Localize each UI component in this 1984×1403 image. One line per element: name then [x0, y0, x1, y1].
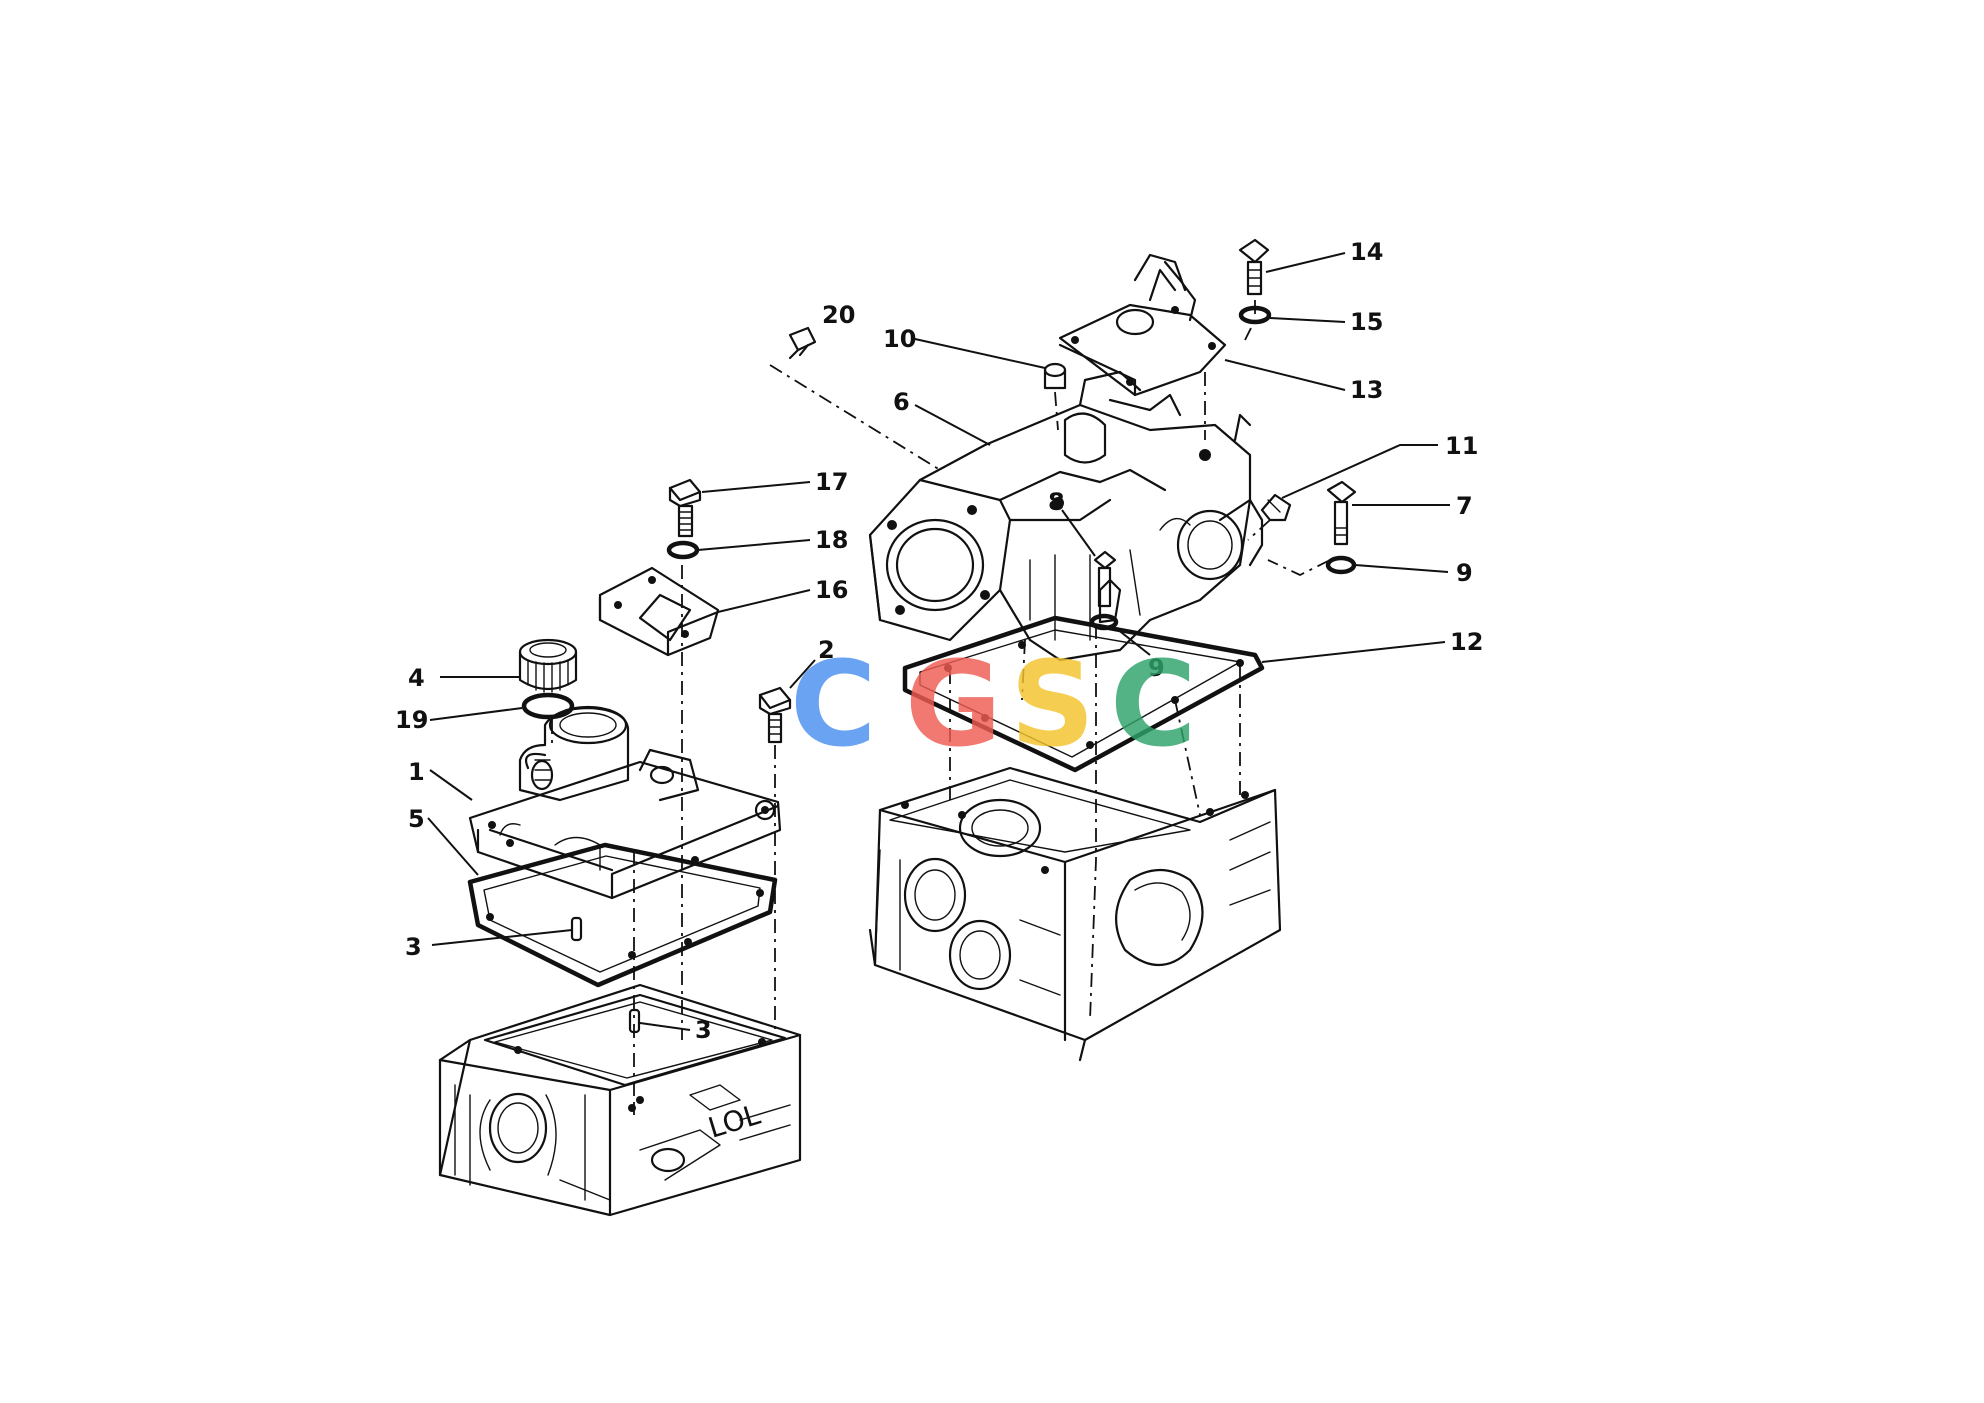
alignment-line [769, 364, 941, 471]
alignment-line [1267, 559, 1331, 576]
plate-16 [598, 566, 720, 657]
callout-4: 4 [408, 664, 425, 692]
leader-lines [427, 252, 1450, 1031]
callout-12: 12 [1450, 628, 1483, 656]
callout-10: 10 [883, 325, 916, 353]
callout-20: 20 [822, 301, 855, 329]
alignment-line [1247, 519, 1271, 541]
plug-10 [1043, 362, 1067, 390]
callout-3a: 3 [405, 933, 422, 961]
watermark-letter-c2: C [1110, 635, 1197, 773]
watermark-letter-c1: C [790, 635, 877, 773]
bolt-2 [758, 686, 792, 744]
cover-13 [1058, 253, 1227, 397]
watermark-letter-g: G [905, 635, 1002, 773]
alignment-line [1021, 639, 1026, 701]
filler-plug-4 [518, 638, 578, 693]
gasket-5 [467, 842, 778, 988]
callout-7: 7 [1456, 492, 1473, 520]
callout-13: 13 [1350, 376, 1383, 404]
callout-16: 16 [815, 576, 848, 604]
callout-9a: 9 [1456, 559, 1473, 587]
callout-6: 6 [893, 388, 910, 416]
callout-1: 1 [408, 758, 425, 786]
callout-5: 5 [408, 805, 425, 833]
callout-19: 19 [395, 706, 428, 734]
callout-labels: 1 2 3 3 4 5 6 7 8 9 9 10 11 12 13 14 15 … [395, 238, 1483, 1044]
callout-9b: 9 [1148, 654, 1165, 682]
o-ring-19 [521, 692, 575, 720]
housing-6 [868, 370, 1264, 662]
alignment-line [1089, 625, 1097, 1021]
left-gearbox-housing: LOL [438, 983, 802, 1217]
watermark-letter-s: S [1010, 635, 1095, 773]
plug-11 [1260, 493, 1292, 522]
callout-2: 2 [818, 636, 835, 664]
left-assembly: LOL [438, 478, 802, 1217]
right-assembly [769, 238, 1357, 1062]
bolt-7 [1326, 480, 1357, 546]
bolt-17 [668, 478, 702, 538]
watermark-logo: C G S C [790, 635, 1197, 773]
callout-15: 15 [1350, 308, 1383, 336]
alignment-line [1054, 391, 1059, 431]
callout-3b: 3 [695, 1016, 712, 1044]
dowel-pin-3a [570, 916, 583, 942]
bolt-14 [1238, 238, 1270, 296]
washer-9-inner [1089, 613, 1119, 631]
bolt-20 [788, 326, 817, 360]
callout-11: 11 [1445, 432, 1478, 460]
bolt-8 [1093, 550, 1117, 608]
callout-8: 8 [1048, 488, 1065, 516]
callout-17: 17 [815, 468, 848, 496]
cover-1 [468, 705, 782, 900]
right-gearbox-housing [868, 766, 1282, 1062]
alignment-line [1244, 300, 1256, 341]
washer-9 [1325, 555, 1357, 575]
alignment-line [1174, 699, 1201, 816]
callout-14: 14 [1350, 238, 1383, 266]
housing-stamp-text: LOL [704, 1098, 764, 1145]
callout-18: 18 [815, 526, 848, 554]
washer-18 [666, 540, 700, 560]
